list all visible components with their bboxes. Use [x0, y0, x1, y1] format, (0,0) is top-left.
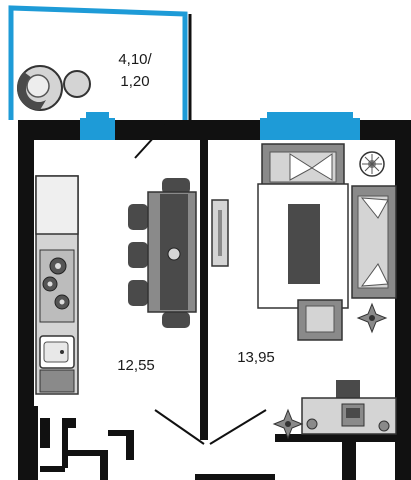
- living-room-door-swing: [209, 409, 267, 445]
- work-desk: [301, 380, 397, 435]
- balcony: 4,10/ 1,20: [8, 5, 192, 120]
- balcony-area-line-1: 4,10/: [118, 51, 152, 68]
- lounge-chair: [17, 65, 63, 111]
- side-table: [63, 70, 91, 98]
- armchair-bottom: [297, 299, 343, 341]
- desk-item: [378, 420, 390, 432]
- burner-1: [49, 257, 67, 275]
- potted-plant-desk: [272, 408, 304, 440]
- chair-left-2: [128, 242, 148, 268]
- doors: [134, 124, 267, 445]
- desk-chair: [336, 380, 360, 398]
- burner-3: [54, 294, 70, 310]
- coffee-table: [288, 204, 320, 284]
- balcony-area-line-2: 1,20: [120, 73, 149, 90]
- balcony-door-swing: [134, 124, 166, 159]
- balcony-glazing: [8, 5, 188, 120]
- kitchen-door-swing: [154, 409, 205, 445]
- living-room-window-sill: [267, 112, 353, 118]
- kitchen-counter: [35, 175, 79, 395]
- chair-left-3: [128, 280, 148, 306]
- walls: [18, 120, 411, 480]
- chair-left-1: [128, 204, 148, 230]
- burner-2: [42, 276, 58, 292]
- chair-bottom: [162, 312, 190, 328]
- ceiling-lamp: [359, 151, 385, 177]
- living-room-window: [260, 118, 360, 140]
- kitchen-window: [80, 118, 115, 140]
- fridge: [35, 175, 79, 235]
- entrance-stubs: [40, 418, 134, 480]
- living-furniture: [257, 143, 397, 440]
- dish-rack: [39, 369, 75, 393]
- armchair-top: [261, 143, 345, 189]
- sofa: [351, 185, 397, 299]
- living-room-area: 13,95: [237, 349, 275, 366]
- potted-plant-living: [356, 302, 388, 334]
- chair-top: [162, 178, 190, 194]
- dining-set: [128, 178, 229, 328]
- kitchen-area: 12,55: [117, 357, 155, 374]
- kitchen-window-sill: [86, 112, 109, 118]
- windows: [80, 112, 360, 140]
- desk-lamp: [306, 418, 318, 430]
